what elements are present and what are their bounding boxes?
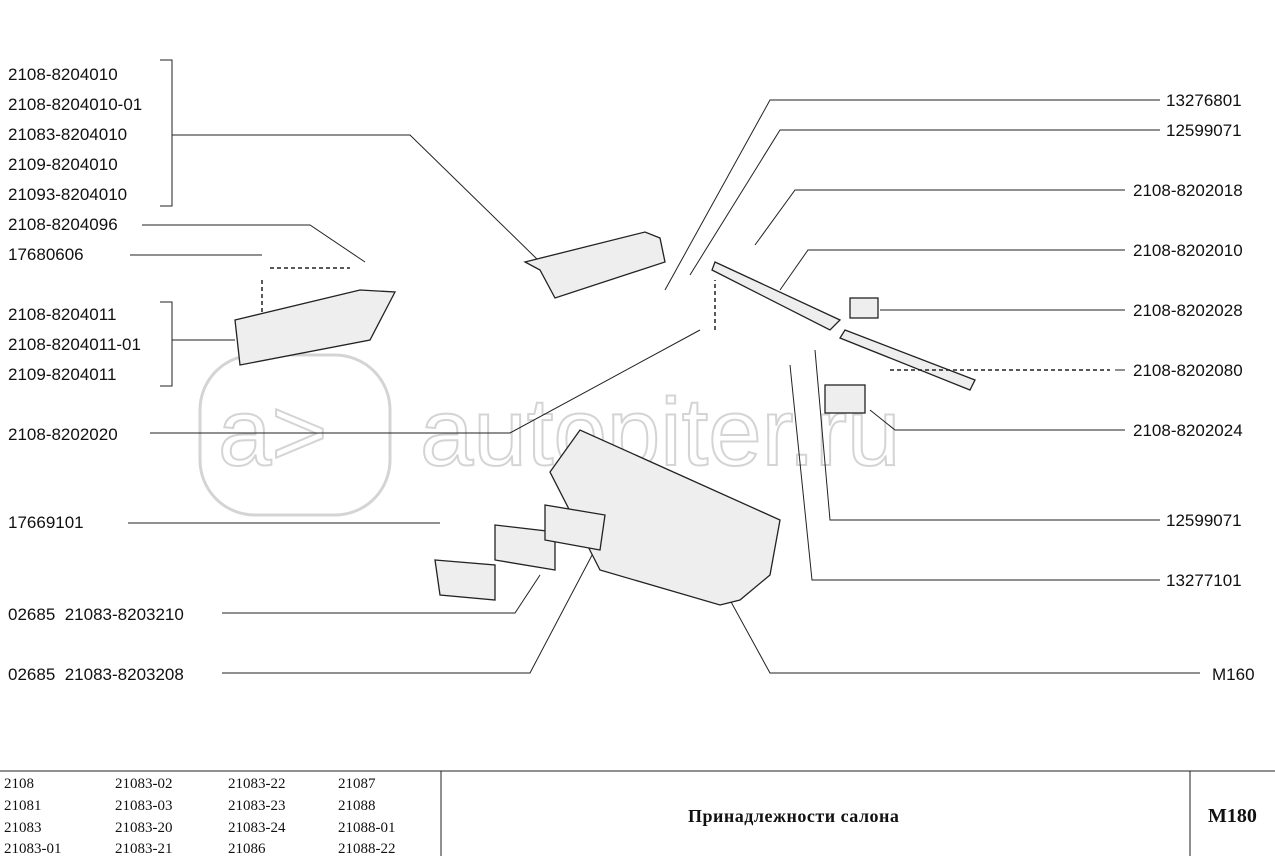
part-label: 2108-8204010-01 (8, 95, 142, 114)
model-item: 21083-03 (115, 798, 173, 814)
right-labels: 13276801 12599071 2108-8202018 2108-8202… (1133, 91, 1255, 684)
part-label: 13277101 (1166, 571, 1242, 590)
sheet-code: M180 (1208, 805, 1257, 827)
part-label: 2108-8202020 (8, 425, 118, 444)
leader-lines (128, 99, 1200, 674)
part-label: 17680606 (8, 245, 84, 264)
watermark-logo: a> autopiter.ru (198, 353, 901, 517)
model-item: 21088 (338, 798, 376, 814)
sun-visor-left (234, 267, 397, 366)
sheet-title: Принадлежности салона (688, 806, 899, 826)
model-item: 21086 (228, 841, 266, 856)
part-label: 2108-8202010 (1133, 241, 1243, 260)
model-item: 2108 (4, 776, 34, 792)
part-label: 2109-8204010 (8, 155, 118, 174)
part-label: 2108-8204011 (8, 305, 116, 324)
model-item: 21083-24 (228, 820, 286, 836)
model-item: 21083-21 (115, 841, 173, 856)
model-list: 2108 21083-02 21083-22 21087 21081 21083… (4, 776, 396, 856)
model-item: 21083-23 (228, 798, 286, 814)
model-item: 21088-01 (338, 820, 396, 836)
title-block: 2108 21083-02 21083-22 21087 21081 21083… (0, 770, 1275, 856)
part-label: 02685 21083-8203208 (8, 665, 184, 684)
part-label: 12599071 (1166, 121, 1242, 140)
console-panel (434, 429, 781, 606)
part-label: 21093-8204010 (8, 185, 127, 204)
part-label: 21083-8204010 (8, 125, 127, 144)
model-item: 21081 (4, 798, 42, 814)
part-label: 2108-8204010 (8, 65, 118, 84)
part-label: 2108-8204011-01 (8, 335, 141, 354)
model-item: 21083-02 (115, 776, 173, 792)
model-item: 21083-20 (115, 820, 173, 836)
part-label: 2108-8202028 (1133, 301, 1243, 320)
part-label: 13276801 (1166, 91, 1242, 110)
part-label: 12599071 (1166, 511, 1242, 530)
part-label: 2109-8204011 (8, 365, 116, 384)
sun-visor-right (523, 231, 666, 299)
part-label: M160 (1212, 665, 1255, 684)
model-item: 21088-22 (338, 841, 396, 856)
part-label: 2108-8204096 (8, 215, 118, 234)
part-label: 2108-8202024 (1133, 421, 1243, 440)
part-label: 2108-8202080 (1133, 361, 1243, 380)
bracket-mid (160, 301, 173, 387)
model-item: 21087 (338, 776, 376, 792)
model-item: 21083-01 (4, 841, 62, 856)
model-item: 21083 (4, 820, 42, 836)
part-label: 2108-8202018 (1133, 181, 1243, 200)
grab-handle (711, 261, 1110, 414)
left-labels: 2108-8204010 2108-8204010-01 21083-82040… (8, 65, 184, 684)
model-item: 21083-22 (228, 776, 286, 792)
part-label: 17669101 (8, 513, 84, 532)
part-label: 02685 21083-8203210 (8, 605, 184, 624)
bracket-top (160, 59, 173, 207)
